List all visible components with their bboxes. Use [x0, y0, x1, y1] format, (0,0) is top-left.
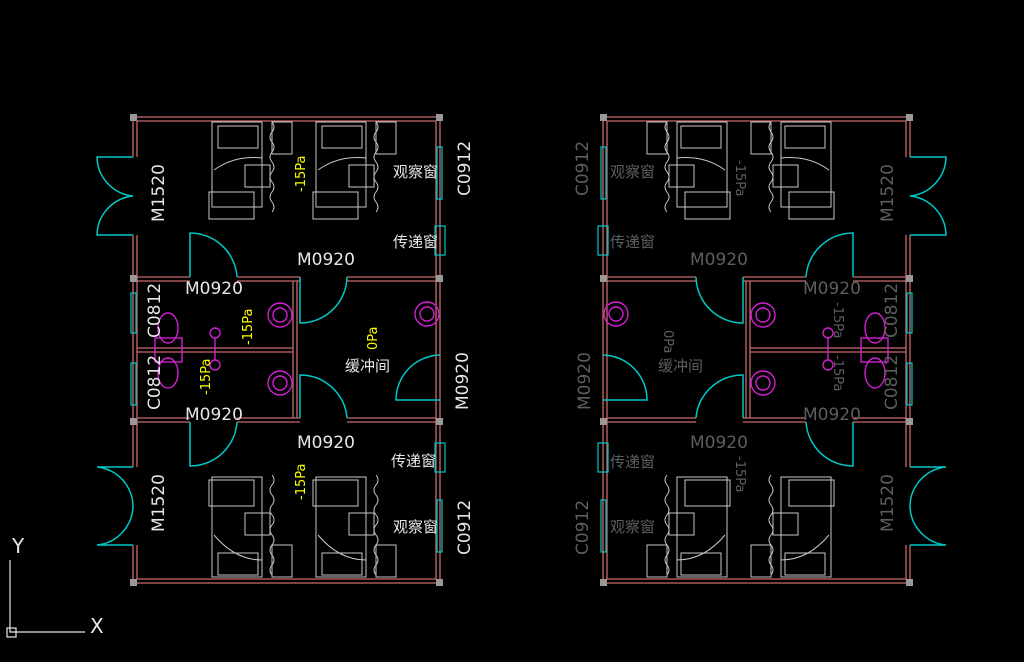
door-label-m0920: M0920	[185, 405, 243, 425]
observation-window-label: 观察窗	[393, 518, 438, 536]
door-label-m1520: M1520	[878, 164, 898, 222]
window-label-c0912: C0912	[573, 141, 593, 196]
door-label-m0920: M0920	[803, 405, 861, 425]
pressure-label: -15Pa	[732, 456, 747, 492]
door-label-m0920: M0920	[690, 433, 748, 453]
pressure-label: 0Pa	[660, 330, 675, 354]
observation-window-label: 观察窗	[393, 163, 438, 181]
ucs-x-label: X	[90, 614, 104, 638]
window-label-c0812: C0812	[145, 283, 165, 338]
door-label-m0920: M0920	[803, 279, 861, 299]
pass-window-label: 传递窗	[610, 453, 655, 471]
door-label-m0920: M0920	[185, 279, 243, 299]
buffer-room-label: 缓冲间	[658, 357, 703, 375]
pressure-label: -15Pa	[241, 309, 256, 345]
door-label-m1520: M1520	[149, 164, 169, 222]
door-label-m0920: M0920	[297, 250, 355, 270]
pass-window-label: 传递窗	[610, 233, 655, 251]
buffer-room-label: 缓冲间	[345, 357, 390, 375]
pressure-label: -15Pa	[294, 464, 309, 500]
door-label-m0920: M0920	[690, 250, 748, 270]
door-label-m1520: M1520	[149, 474, 169, 532]
pass-window-label: 传递窗	[393, 233, 438, 251]
window-label-c0812: C0812	[882, 355, 902, 410]
door-label-m1520: M1520	[878, 474, 898, 532]
pressure-label: -15Pa	[830, 302, 845, 338]
pass-window-label: 传递窗	[391, 452, 436, 470]
window-label-c0812: C0812	[882, 283, 902, 338]
pressure-label: -15Pa	[830, 355, 845, 391]
door-label-m0920: M0920	[575, 352, 595, 410]
floor-plan-right[interactable]: M1520 C0912 观察窗 传递窗 -15Pa M0920 M0920 -1…	[573, 114, 946, 586]
pressure-label: 0Pa	[366, 327, 381, 351]
window-label-c0912: C0912	[455, 141, 475, 196]
pressure-label: -15Pa	[199, 359, 214, 395]
door-label-m0920: M0920	[297, 433, 355, 453]
ucs-y-label: Y	[11, 534, 25, 558]
door-label-m0920: M0920	[453, 352, 473, 410]
window-label-c0912: C0912	[573, 500, 593, 555]
observation-window-label: 观察窗	[610, 518, 655, 536]
window-label-c0912: C0912	[455, 500, 475, 555]
pressure-label: -15Pa	[732, 160, 747, 196]
floor-plan-left[interactable]: M1520 C0912 观察窗 传递窗 -15Pa M0920 M0920 -1…	[97, 114, 475, 586]
pressure-label: -15Pa	[294, 156, 309, 192]
window-label-c0812: C0812	[145, 355, 165, 410]
observation-window-label: 观察窗	[610, 163, 655, 181]
ucs-icon: Y X	[6, 534, 104, 638]
